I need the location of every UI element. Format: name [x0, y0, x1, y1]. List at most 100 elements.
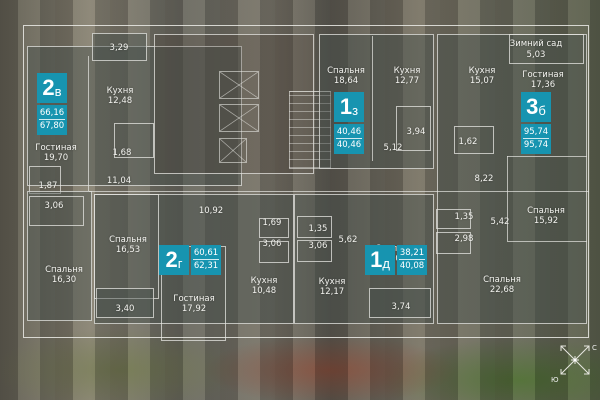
room-2g-living-area: 17,92 [181, 304, 207, 314]
elevator-2 [219, 104, 259, 132]
elevator-3 [219, 138, 247, 163]
type-letter: б [538, 102, 546, 118]
badge-2v-area: 66,16 67,80 [37, 105, 67, 135]
room-2v-kitchen-name: Кухня [106, 86, 134, 96]
room-3b-living-name: Гостиная [522, 70, 564, 80]
room-2v-wc[interactable] [29, 166, 61, 194]
room-1d-balcony-area: 3,74 [391, 302, 411, 312]
room-3b-corr-area: 5,42 [490, 217, 510, 227]
room-2g-kitchen-area: 10,48 [251, 286, 277, 296]
badge-1z-area: 40,46 40,46 [334, 124, 364, 154]
room-1z-bath-area: 3,94 [406, 127, 426, 137]
room-3b-bedroom1-name: Спальня [527, 206, 565, 216]
room-1d-kitchen-area: 12,17 [319, 287, 345, 297]
room-3b-bedroom1-area: 15,92 [533, 216, 559, 226]
room-2g-living-name: Гостиная [173, 294, 215, 304]
room-3b-bath[interactable] [436, 232, 471, 254]
room-2g-kitchen-name: Кухня [250, 276, 278, 286]
divider [399, 259, 425, 260]
room-3b-wc-area: 1,62 [458, 137, 478, 147]
room-2g-wc[interactable] [259, 218, 289, 238]
room-3b-hall-area: 8,22 [474, 174, 494, 184]
room-3b-kitchen-name: Кухня [468, 66, 496, 76]
compass-icon [555, 340, 595, 380]
room-1d-bath[interactable] [297, 240, 332, 262]
area-total: 95,74 [523, 140, 549, 150]
compass-south-label: Ю [551, 376, 559, 384]
staircase [289, 91, 331, 169]
area-living: 38,21 [399, 248, 425, 258]
room-3b-living-area: 17,36 [530, 80, 556, 90]
compass-north-label: С [592, 344, 597, 352]
room-bedroom-left-name: Спальня [45, 265, 83, 275]
room-3b-wc2[interactable] [436, 209, 471, 229]
room-2v-balcony-area: 3,29 [109, 43, 129, 53]
room-2v-living-name: Гостиная [35, 143, 77, 153]
room-1z-bedroom-area: 18,64 [333, 76, 359, 86]
room-2v-balcony[interactable] [92, 33, 147, 61]
room-2v-kitchen-area: 12,48 [107, 96, 133, 106]
type-letter: в [54, 83, 62, 99]
type-letter: д [382, 255, 390, 271]
wall [372, 36, 373, 161]
wall [88, 56, 89, 191]
area-total: 40,46 [336, 140, 362, 150]
apartment-3b[interactable] [437, 34, 587, 324]
type-number: 1 [370, 247, 383, 272]
room-2g-balcony[interactable] [96, 288, 154, 318]
room-2v-living-area: 19,70 [43, 153, 69, 163]
type-number: 3 [526, 94, 539, 119]
room-1d-hall-area: 5,62 [338, 235, 358, 245]
room-bath-left[interactable] [29, 196, 84, 226]
type-letter: з [352, 102, 359, 118]
divider [193, 259, 219, 260]
elevator-1 [219, 71, 259, 99]
corridor-wall [89, 191, 589, 192]
apartment-left-bottom[interactable] [27, 191, 92, 321]
room-2g-wc-area: 1,69 [262, 218, 282, 228]
room-2g-bath-area: 3,06 [262, 239, 282, 249]
wall [507, 156, 587, 157]
floor-plan: 3,29 Кухня 12,48 Гостиная 19,70 1,68 1,8… [23, 25, 589, 341]
area-total: 67,80 [39, 121, 65, 131]
area-living: 95,74 [523, 127, 549, 137]
area-living: 40,46 [336, 127, 362, 137]
divider [39, 119, 65, 120]
room-2g-bedroom-name: Спальня [109, 235, 147, 245]
divider [336, 138, 362, 139]
room-1z-kitchen-name: Кухня [393, 66, 421, 76]
type-number: 1 [339, 94, 353, 119]
room-2v-bath-area: 1,68 [112, 148, 132, 158]
room-3b-wc[interactable] [454, 126, 494, 154]
room-3b-wc2-area: 1,35 [454, 212, 474, 222]
room-1d-wc-area: 1,35 [308, 224, 328, 234]
area-living: 60,61 [193, 248, 219, 258]
room-2g-bedroom[interactable] [94, 194, 159, 299]
room-3b-bedroom2-name: Спальня [483, 275, 521, 285]
room-3b-bath-area: 2,98 [454, 234, 474, 244]
area-living: 66,16 [39, 108, 65, 118]
area-total: 62,31 [193, 261, 219, 271]
room-1z-bath[interactable] [396, 106, 431, 151]
room-2g-bath[interactable] [259, 241, 289, 263]
badge-3b-area: 95,74 95,74 [521, 124, 551, 154]
room-2v-bath[interactable] [114, 123, 154, 158]
room-1z-bedroom-name: Спальня [327, 66, 365, 76]
room-1d-balcony[interactable] [369, 288, 431, 318]
room-2v-wc-area: 1,87 [38, 181, 58, 191]
type-letter: г [177, 255, 183, 271]
room-3b-winter-garden[interactable] [509, 34, 584, 64]
room-1d-wc[interactable] [297, 216, 332, 238]
room-2g-balcony-area: 3,40 [115, 304, 135, 314]
wall [507, 241, 587, 242]
